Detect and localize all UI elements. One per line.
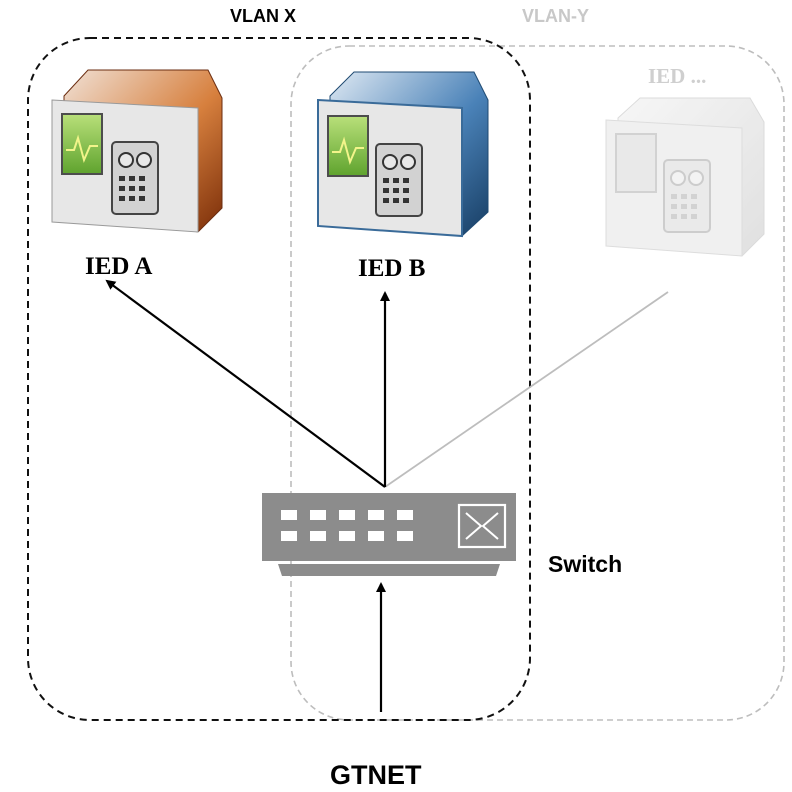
ied-a-label: IED A <box>85 253 153 280</box>
ied-n-label: IED ... <box>648 64 707 88</box>
ied-b-device-icon <box>317 71 489 238</box>
gtnet-label: GTNET <box>330 760 422 790</box>
link-switch-to-ied-a <box>105 279 386 488</box>
ied-a-device-icon <box>51 69 223 233</box>
link-switch-to-ied-n <box>384 291 669 488</box>
network-switch-icon <box>262 493 516 576</box>
vlan-y-region <box>290 45 785 721</box>
vlan-x-region <box>27 37 531 721</box>
vlan-y-label: VLAN-Y <box>522 6 589 26</box>
switch-label: Switch <box>548 551 623 577</box>
vlan-x-label: VLAN X <box>230 6 297 26</box>
ied-n-device-icon <box>605 97 765 257</box>
ied-b-label: IED B <box>358 255 426 282</box>
